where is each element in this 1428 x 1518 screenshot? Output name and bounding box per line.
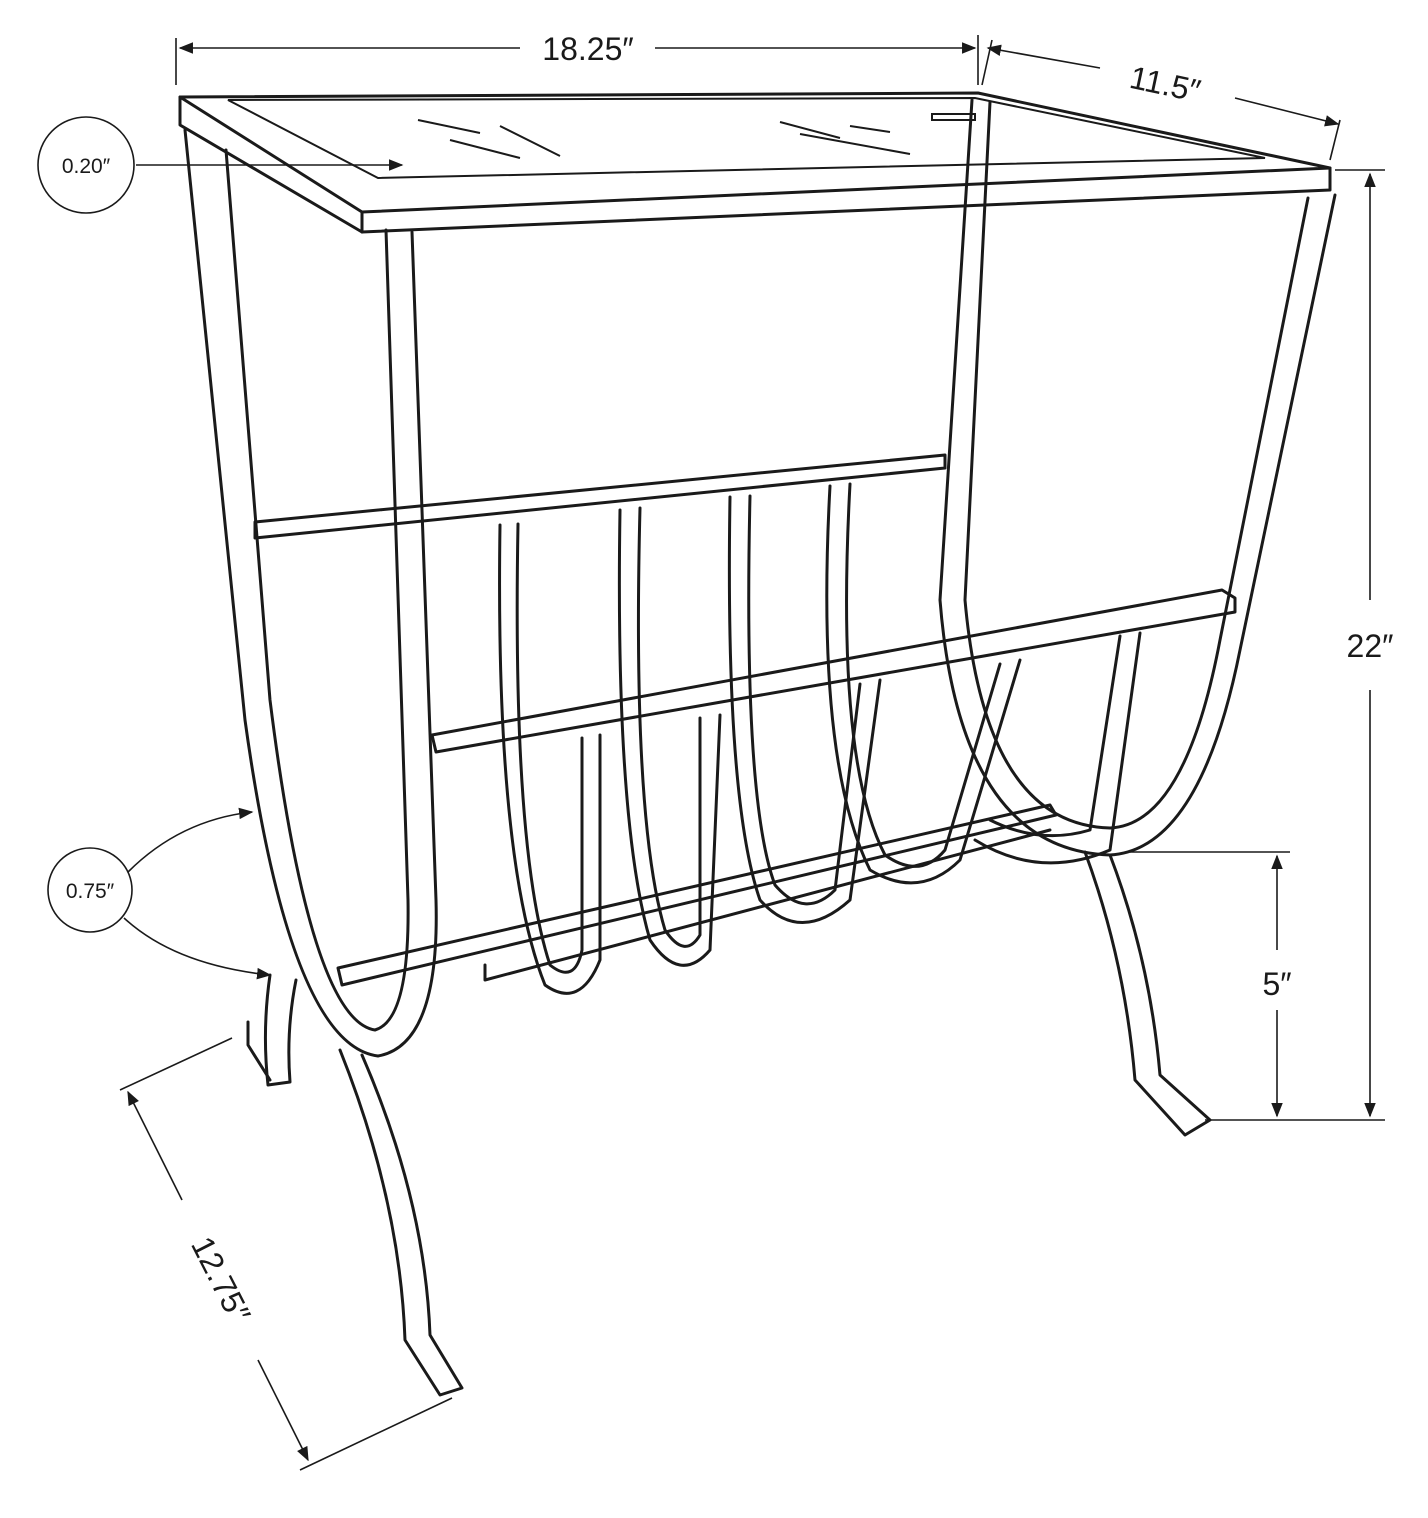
dimension-height: 22″	[1205, 169, 1394, 1121]
dimension-clearance: 5″	[1130, 851, 1292, 1118]
base-depth-label: 12.75″	[184, 1231, 258, 1329]
depth-label: 11.5″	[1127, 59, 1204, 109]
dimension-width: 18.25″	[175, 31, 979, 85]
rails	[253, 453, 1237, 987]
height-label: 22″	[1347, 628, 1394, 664]
right-u-frame	[938, 98, 1337, 857]
left-u-frame	[183, 128, 438, 1058]
dimension-base-depth: 12.75″	[119, 1037, 453, 1471]
callout-glass-thickness: 0.20″	[37, 116, 404, 214]
dimension-depth: 11.5″	[981, 39, 1341, 161]
width-label: 18.25″	[542, 31, 633, 67]
callout-tube-width: 0.75″	[47, 807, 272, 980]
magazine-slats	[498, 482, 1142, 995]
tube-width-label: 0.75″	[66, 880, 115, 903]
glass-thickness-label: 0.20″	[62, 155, 111, 178]
legs	[246, 850, 1212, 1397]
glass-reflection-marks	[417, 119, 911, 159]
clearance-label: 5″	[1262, 966, 1291, 1002]
table-top	[178, 91, 1332, 234]
